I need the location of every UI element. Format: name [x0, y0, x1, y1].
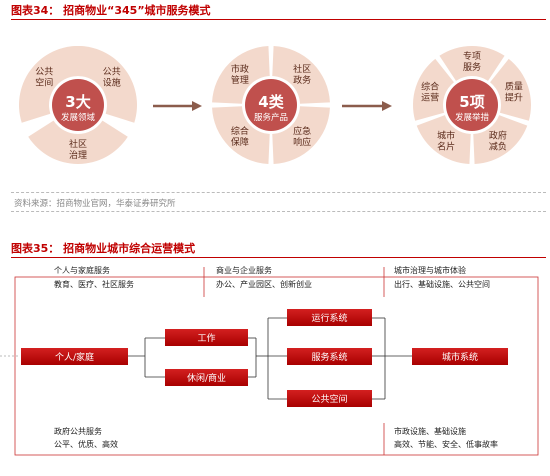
- wheel-0-center-sublabel: 发展领域: [61, 112, 96, 123]
- wheel-0-segment-2: [28, 120, 128, 164]
- wheel-2-segment-2: [473, 115, 528, 164]
- note-government-line1: 政府公共服务: [54, 426, 102, 436]
- wheel-0-center-label: 3大: [65, 93, 90, 111]
- note-personal-line2: 教育、医疗、社区服务: [54, 279, 134, 289]
- box-person: 个人/家庭: [21, 348, 128, 365]
- note-infra-line2: 高效、节能、安全、低事故率: [394, 439, 498, 449]
- box-public-label: 公共空间: [311, 393, 347, 405]
- wheel-0-segment-label-0: 公共空间: [35, 67, 53, 89]
- note-business-line2: 办公、产业园区、创新创业: [216, 279, 312, 289]
- wheel-2-segment-1: [490, 58, 531, 121]
- wheel-2-segment-label-0: 专项服务: [463, 50, 481, 73]
- box-service: 服务系统: [287, 348, 372, 365]
- fig35-diagram: 个人与家庭服务 教育、医疗、社区服务 商业与企业服务 办公、产业园区、创新创业 …: [0, 265, 539, 456]
- box-work-label: 工作: [197, 332, 215, 344]
- fig35-title: 图表35： 招商物业城市综合运营模式: [11, 242, 196, 255]
- wheel-2-segment-4: [413, 58, 454, 121]
- wheel-0-center: [52, 79, 104, 131]
- wheel-0-segment-label-2: 社区治理: [69, 138, 87, 161]
- box-ops-label: 运行系统: [311, 312, 347, 324]
- wheel-1-segment-label-3: 综合保障: [231, 125, 249, 148]
- box-service-label: 服务系统: [311, 351, 347, 363]
- note-city-line2: 出行、基础设施、公共空间: [394, 279, 490, 289]
- wheel-1-segment-label-1: 社区政务: [293, 63, 311, 86]
- box-leisure: 休闲/商业: [165, 369, 248, 386]
- wheel-1-segment-1: [272, 46, 330, 104]
- wheel-0-segment-1: [70, 46, 137, 123]
- note-government-line2: 公平、优质、高效: [54, 439, 118, 449]
- note-infra-line1: 市政设施、基础设施: [394, 426, 466, 436]
- wheel-2-center: [446, 79, 498, 131]
- wheel-1-segment-label-2: 应急响应: [293, 125, 311, 148]
- wheel-2-segment-3: [416, 115, 471, 164]
- wheel-2-segment-label-4: 综合运营: [421, 80, 439, 103]
- box-city: 城市系统: [412, 348, 508, 365]
- wheel-2-segment-label-1: 质量提升: [505, 80, 523, 103]
- note-city-line1: 城市治理与城市体验: [394, 265, 466, 275]
- wheel-1-center-label: 4类: [258, 93, 284, 111]
- wheel-2-center-sublabel: 发展举措: [455, 112, 490, 123]
- box-city-label: 城市系统: [442, 351, 478, 363]
- wheel-2-segment-label-2: 政府减负: [489, 130, 507, 153]
- fig34-source: 资料来源：招商物业官网，华泰证券研究所: [14, 199, 176, 209]
- fig34-source-divider: [11, 211, 546, 212]
- arrow-1: [153, 101, 202, 111]
- wheel-2-center-label: 5项: [459, 93, 484, 111]
- wheel-0-segment-label-1: 公共设施: [103, 67, 121, 89]
- box-person-label: 个人/家庭: [55, 351, 94, 363]
- connectors: [128, 317, 412, 400]
- wheel-1-center-sublabel: 服务产品: [254, 112, 288, 123]
- wheel-2-segment-0: [439, 46, 505, 81]
- fig35-title-rule: [11, 257, 546, 258]
- wheel-2-segment-label-3: 城市名片: [437, 130, 455, 153]
- box-public: 公共空间: [287, 390, 372, 407]
- box-leisure-label: 休闲/商业: [187, 372, 226, 384]
- note-business-line1: 商业与企业服务: [216, 265, 272, 275]
- fig34-bottom-divider: [11, 192, 546, 193]
- wheel-0-segment-0: [19, 45, 86, 123]
- wheel-1-segment-0: [212, 46, 270, 104]
- box-ops: 运行系统: [287, 309, 372, 326]
- wheel-1-center: [245, 79, 297, 131]
- arrow-2: [342, 101, 392, 111]
- box-work: 工作: [165, 329, 248, 346]
- note-personal-line1: 个人与家庭服务: [54, 265, 110, 275]
- outer-frame: [14, 276, 539, 456]
- wheel-1-segment-2: [272, 106, 330, 164]
- fig34-title-rule: [11, 19, 546, 20]
- wheel-1-segment-3: [212, 106, 270, 164]
- wheel-1-segment-label-0: 市政管理: [231, 63, 249, 86]
- fig34-title: 图表34： 招商物业“345”城市服务模式: [11, 4, 211, 17]
